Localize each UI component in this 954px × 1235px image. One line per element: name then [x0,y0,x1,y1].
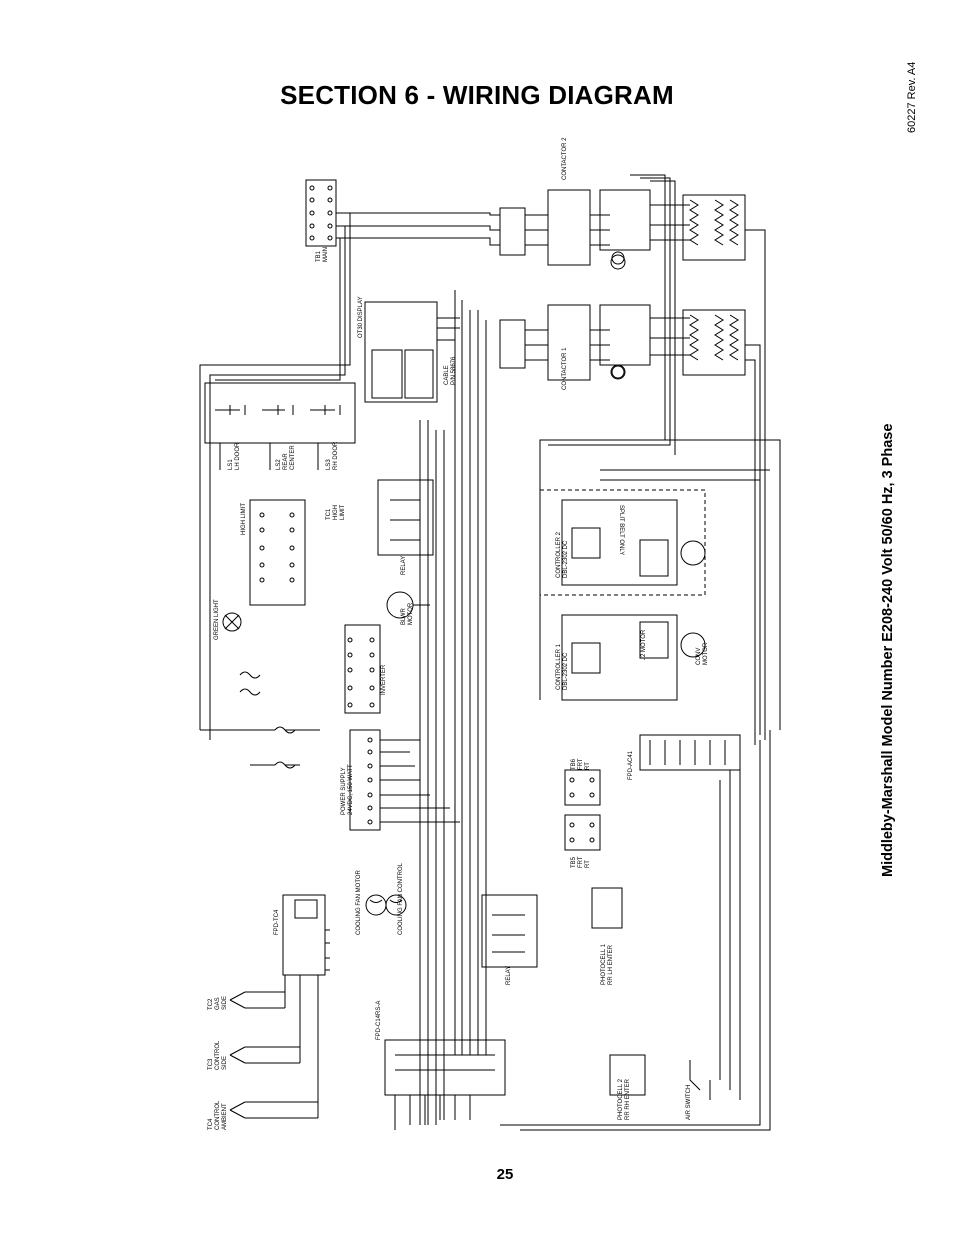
label-controller2-line-1: CONTROLLER 2 [556,531,562,578]
signal-bundles [419,290,781,1131]
label-inverter: INVERTER [381,664,387,695]
tb6-terminal-block [564,769,601,806]
label-contactor2: CONTACTOR 2 [562,137,568,180]
label-ls2-line-2: REAR [283,453,289,470]
circuit-breakers [200,671,320,769]
fpd-c14rs-module [384,1039,506,1130]
label-relay-bottom: RELAY [506,966,512,985]
label-green-light: GREEN LIGHT [214,599,220,640]
label-tb1-line-2: MAIN [323,247,329,262]
label-tb6-line-2: FRT [578,758,584,770]
label-tc1-line-2: HIGH [333,505,339,520]
split-belt-boundary [539,489,706,596]
label-photocell1-line-2: RR LH ENTER [608,944,614,985]
label-relay-top: RELAY [401,556,407,575]
fpd-ac41-module [639,734,741,771]
label-tc1-line-1: TC1 [326,508,332,520]
tb5-terminal-block [564,814,601,851]
label-blower-motor-line-2: MOTOR [408,602,414,625]
label-tb5-line-3: RT [585,860,591,868]
label-tc3-line-3: SIDE [222,1056,228,1070]
relay-bottom [481,894,538,968]
label-tc4-line-3: AMBIENT [222,1103,228,1130]
photocell-1 [591,887,623,929]
label-tb1-line-1: TB1 [316,250,322,262]
label-tc1-line-3: LIMIT [340,504,346,520]
label-display: OT30 DISPLAY [358,296,364,338]
green-light-icon [222,612,242,632]
label-tc2-line-2: GAS [215,997,221,1010]
ot30-display [364,301,460,403]
label-controller1-line-1: CONTROLLER 1 [556,643,562,690]
photocell-2 [609,1054,646,1096]
label-blower-motor-line-1: BLWR [401,607,407,625]
label-cable-line-1: CABLE [444,365,450,385]
page-number: 25 [496,1166,514,1183]
label-photocell1-line-1: PHOTOCELL 1 [601,943,607,985]
label-ls3-line-1: LS3 [326,459,332,470]
label-split-belt: SPLIT BELT ONLY [618,505,624,555]
controller-2 [561,499,706,586]
label-conv-motor-line-2: MOTOR [703,642,709,665]
label-fpd-tc4: FPD-TC4 [274,909,280,935]
label-j2-motor: J2 MOTOR [641,629,647,660]
label-photocell2-line-1: PHOTOCELL 2 [618,1078,624,1120]
label-power-supply-line-1: POWER SUPPLY [341,767,347,815]
label-conv-motor-line-1: CONV [696,648,702,665]
label-ls2-line-1: LS2 [276,459,282,470]
label-air-switch: AIR SWITCH [686,1085,692,1120]
limit-switches [204,382,356,470]
label-fpd-ac41: FPD-AC41 [628,750,634,780]
label-cable-line-2: P/N 58676 [451,356,457,385]
label-cooling-fan-motor: COOLING FAN MOTOR [356,869,362,935]
label-tb6-line-1: TB6 [571,758,577,770]
label-ls1-line-1: LS1 [228,459,234,470]
label-ls3-line-2: RH DOOR [333,441,339,470]
label-tc2-line-3: SIDE [222,996,228,1010]
controller-1 [561,614,706,701]
label-ls1-line-2: LH DOOR [235,442,241,470]
thermocouples [229,975,319,1119]
label-fpd-c14rs: FPD-C14RS-A [376,1001,382,1040]
label-tb5-line-1: TB5 [571,856,577,868]
power-supply-module [349,729,460,831]
relay-top [377,479,434,556]
label-contactor1: CONTACTOR 1 [562,347,568,390]
label-tc3-line-1: TC3 [208,1058,214,1070]
label-photocell2-line-2: RR RH ENTER [625,1078,631,1120]
label-ls2-line-3: CENTER [290,445,296,470]
label-high-limit: HIGH LIMIT [241,503,247,535]
fpd-tc4-module [282,894,330,976]
label-tc3-line-2: CONTROL [215,1040,221,1070]
label-tc4-line-1: TC4 [208,1118,214,1130]
label-tb5-line-2: FRT [578,856,584,868]
page-title: SECTION 6 - WIRING DIAGRAM [280,80,674,110]
label-controller2-line-2: DBL-2302 DC [563,540,569,578]
tb1-main-terminal-block [305,179,337,247]
air-switch [689,1060,711,1100]
label-tb6-line-3: RT [585,762,591,770]
label-cooling-fan-control: COOLING FAN CONTROL [398,862,404,935]
label-power-supply-line-2: 24VDC, 150 WATT [348,764,354,815]
main-wiring [199,174,766,745]
cooling-fan-icons [365,254,626,916]
label-tc4-line-2: CONTROL [215,1100,221,1130]
label-tc2-line-1: TC2 [208,998,214,1010]
high-limit-module [249,499,306,606]
inverter-module [344,624,381,714]
label-controller1-line-2: DBL-2302 DC [563,652,569,690]
